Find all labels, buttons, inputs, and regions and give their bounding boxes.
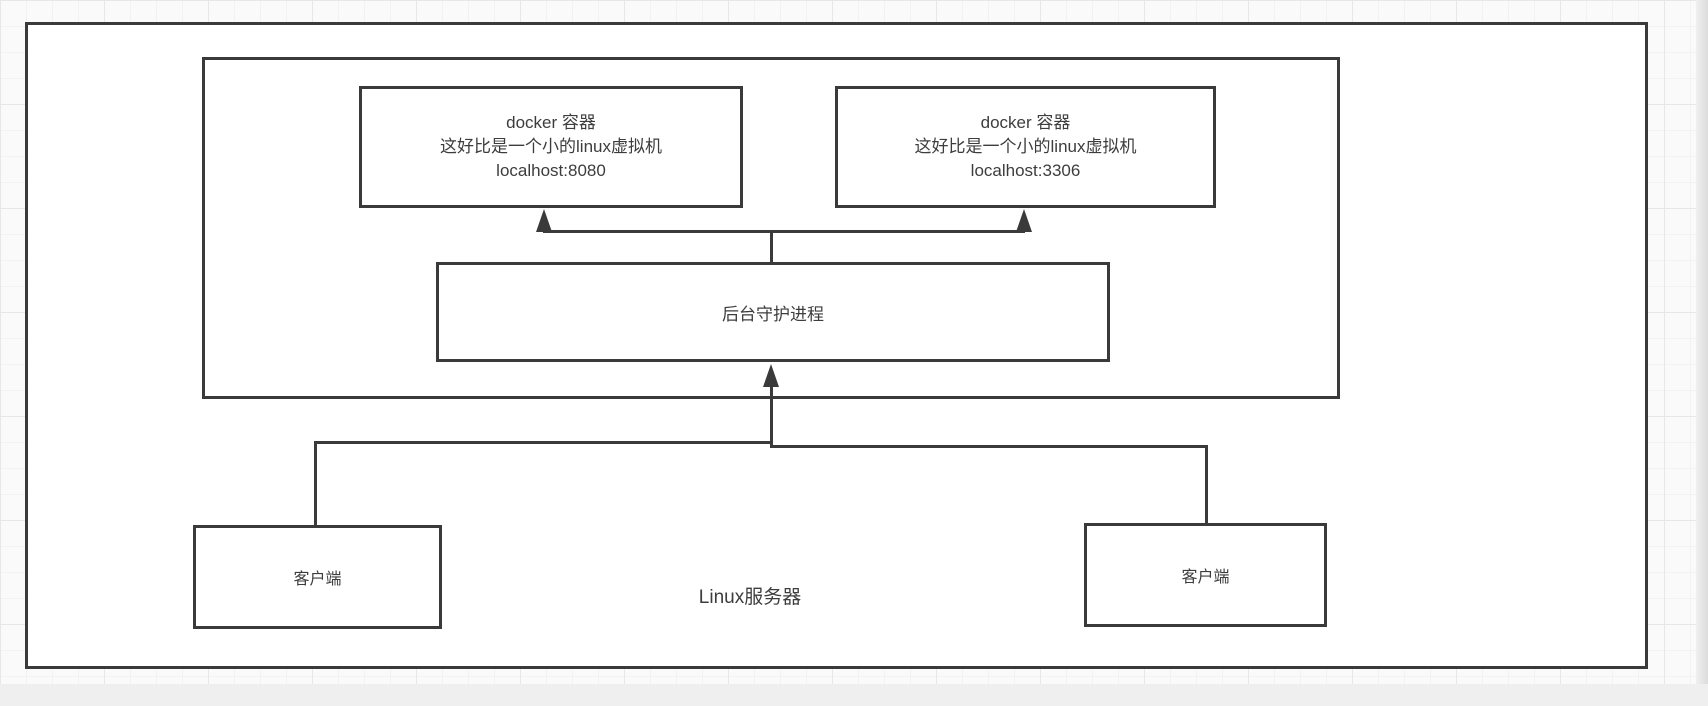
connector-client-right-horizontal (771, 445, 1208, 448)
arrowhead-to-daemon-icon (763, 364, 779, 387)
docker-container-8080-box: docker 容器 这好比是一个小的linux虚拟机 localhost:808… (359, 86, 743, 208)
docker-container-8080-text: docker 容器 这好比是一个小的linux虚拟机 localhost:808… (440, 111, 662, 183)
docker-container-8080-line2: 这好比是一个小的linux虚拟机 (440, 137, 662, 156)
client-left-label: 客户端 (293, 571, 342, 588)
connector-daemon-top-stub (770, 230, 773, 264)
docker-container-8080-line3: localhost:8080 (496, 161, 606, 180)
docker-container-3306-line2: 这好比是一个小的linux虚拟机 (914, 137, 1137, 156)
daemon-process-box: 后台守护进程 (436, 262, 1110, 362)
client-right-label: 客户端 (1181, 569, 1230, 586)
daemon-process-label: 后台守护进程 (722, 304, 824, 324)
connector-clients-to-daemon-vertical (770, 386, 773, 448)
docker-container-8080-line1: docker 容器 (506, 113, 596, 132)
connector-daemon-to-containers-horizontal (543, 230, 1025, 233)
scrollbar-track[interactable] (1696, 0, 1708, 706)
docker-container-3306-text: docker 容器 这好比是一个小的linux虚拟机 localhost:330… (915, 111, 1137, 183)
client-right-box: 客户端 (1084, 523, 1327, 627)
bottom-edge-strip (0, 684, 1708, 706)
connector-client-left-horizontal (314, 441, 773, 444)
arrowhead-to-container-3306-icon (1016, 209, 1032, 232)
docker-container-3306-line3: localhost:3306 (970, 161, 1081, 180)
connector-client-left-vertical (314, 441, 317, 526)
linux-server-label: Linux服务器 (698, 587, 802, 608)
arrowhead-to-container-8080-icon (536, 209, 552, 232)
docker-container-3306-line1: docker 容器 (980, 113, 1071, 132)
connector-client-right-vertical (1205, 445, 1208, 524)
client-left-box: 客户端 (193, 525, 442, 629)
docker-container-3306-box: docker 容器 这好比是一个小的linux虚拟机 localhost:330… (835, 86, 1216, 208)
